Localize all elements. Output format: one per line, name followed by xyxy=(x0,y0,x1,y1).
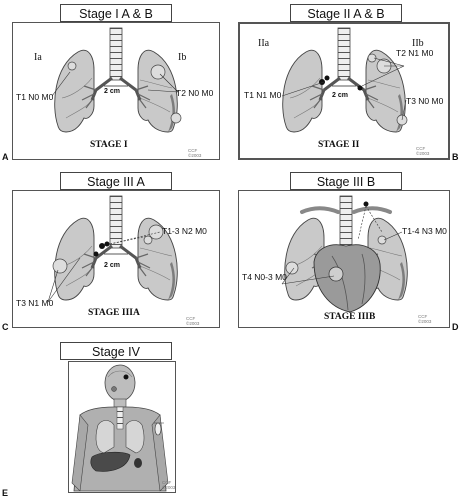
panel-d-title: Stage III B xyxy=(290,172,402,190)
panel-e-title: Stage IV xyxy=(60,342,172,360)
panel-d-tumor-label-top: T1-4 N3 M0 xyxy=(402,226,447,236)
panel-c-stage-caption: STAGE IIIA xyxy=(88,308,140,318)
panel-c-lungs xyxy=(52,194,179,302)
panel-c-letter: C xyxy=(2,322,9,332)
panel-d-lungs xyxy=(283,194,409,313)
panel-b-tumor-label-right-top: T2 N1 M0 xyxy=(396,48,434,58)
panel-c-tumor-label-top: T1-3 N2 M0 xyxy=(162,226,207,236)
panel-c-title: Stage III A xyxy=(60,172,172,190)
panel-b-right-side-label: IIb xyxy=(412,38,424,49)
panel-b-left-side-label: IIa xyxy=(258,38,270,49)
panel-a-right-side-label: Ib xyxy=(178,52,187,63)
panel-b-tumor-label-right-bottom: T3 N0 M0 xyxy=(406,96,444,106)
panel-b-tumor-label-left: T1 N1 M0 xyxy=(244,90,282,100)
panel-b-stage-caption: STAGE II xyxy=(318,140,360,150)
panel-a-tumor-label-left: T1 N0 M0 xyxy=(16,92,54,102)
panel-d-stage-caption: STAGE IIIB xyxy=(324,312,376,322)
panel-a-stage-caption: STAGE I xyxy=(90,140,128,150)
panel-a-size-label: 2 cm xyxy=(104,88,120,95)
panel-e-body xyxy=(70,363,174,492)
panel-b-credit: CCF ©2003 xyxy=(416,146,430,156)
panel-b-title: Stage II A & B xyxy=(290,4,402,22)
panel-e-letter: E xyxy=(2,488,9,498)
panel-d-tumor-label-left: T4 N0-3 M0 xyxy=(242,272,287,282)
panel-b-lungs xyxy=(281,26,408,134)
panel-c-credit: CCF ©2003 xyxy=(186,316,200,326)
panel-b-letter: B xyxy=(452,152,459,162)
panel-c-tumor-label-left: T3 N1 M0 xyxy=(16,298,54,308)
panel-a-credit: CCF ©2003 xyxy=(188,148,202,158)
panel-a-left-side-label: Ia xyxy=(34,52,42,63)
panel-d-credit: CCF ©2003 xyxy=(418,314,432,324)
panel-a-title: Stage I A & B xyxy=(60,4,172,22)
panel-b-size-label: 2 cm xyxy=(332,92,348,99)
panel-a-lungs xyxy=(53,26,182,134)
panel-c-size-label: 2 cm xyxy=(104,262,120,269)
panel-d-letter: D xyxy=(452,322,459,332)
panel-e-credit: CCF ©2003 xyxy=(162,480,176,490)
panel-a-tumor-label-right: T2 N0 M0 xyxy=(176,88,214,98)
panel-a-letter: A xyxy=(2,152,9,162)
